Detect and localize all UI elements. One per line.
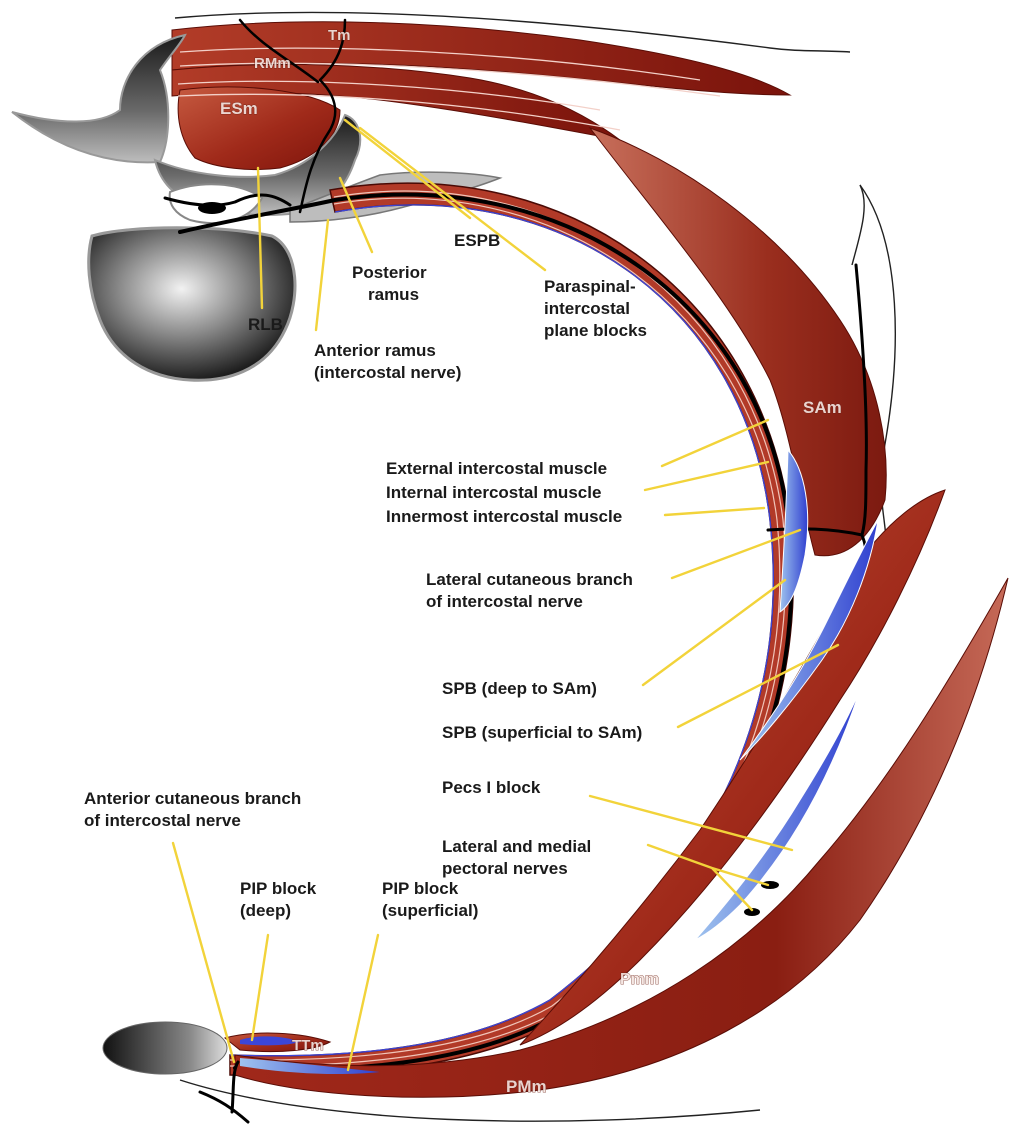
label-spb-deep: SPB (deep to SAm): [442, 679, 597, 698]
label-espb: ESPB: [454, 231, 500, 250]
label-anterior-cutaneous-line1: Anterior cutaneous branch: [84, 789, 301, 808]
label-pip-deep: PIP block (deep): [240, 879, 321, 920]
serratus-anterior-muscle: [590, 128, 886, 556]
label-anterior-ramus-line2: (intercostal nerve): [314, 363, 461, 382]
label-pectoralis-minor: Pmm: [620, 971, 659, 988]
label-pectoralis-major: PMm: [506, 1077, 547, 1096]
leader-innermost-intercostal: [665, 508, 764, 515]
label-transversus-thoracis: TTm: [292, 1037, 324, 1054]
label-anterior-ramus: Anterior ramus (intercostal nerve): [314, 341, 461, 382]
vertebra-wings: [12, 35, 185, 162]
vertebral-body: [89, 228, 295, 380]
label-anterior-cutaneous-line2: of intercostal nerve: [84, 811, 241, 830]
label-lateral-cutaneous-line1: Lateral cutaneous branch: [426, 570, 633, 589]
label-posterior-ramus: Posterior ramus: [352, 263, 431, 304]
label-pectoral-nerves-line2: pectoral nerves: [442, 859, 568, 878]
label-pip-deep-line2: (deep): [240, 901, 291, 920]
pectoral-nerve-lateral: [761, 881, 779, 889]
label-paraspinal-line2: intercostal: [544, 299, 630, 318]
label-pectoral-nerves-line1: Lateral and medial: [442, 837, 591, 856]
label-rlb: RLB: [248, 315, 283, 334]
label-serratus-anterior: SAm: [803, 398, 842, 417]
leader-pip-deep: [252, 935, 268, 1040]
label-anterior-ramus-line1: Anterior ramus: [314, 341, 436, 360]
label-external-intercostal: External intercostal muscle: [386, 459, 607, 478]
label-innermost-intercostal: Innermost intercostal muscle: [386, 507, 622, 526]
pectoralis-major-muscle: [235, 578, 1008, 1097]
label-paraspinal-line3: plane blocks: [544, 321, 647, 340]
dorsal-root-ganglion: [198, 202, 226, 214]
label-spb-superficial: SPB (superficial to SAm): [442, 723, 642, 742]
label-erector-spinae: ESm: [220, 99, 258, 118]
label-pecs1: Pecs I block: [442, 778, 541, 797]
label-rhomboid: RMm: [254, 55, 291, 72]
label-pectoral-nerves: Lateral and medial pectoral nerves: [442, 837, 596, 878]
leader-external-intercostal: [662, 420, 768, 466]
label-paraspinal-line1: Paraspinal-: [544, 277, 636, 296]
label-lateral-cutaneous: Lateral cutaneous branch of intercostal …: [426, 570, 638, 611]
label-internal-intercostal: Internal intercostal muscle: [386, 483, 601, 502]
intercostal-outer: [230, 183, 793, 1076]
label-pip-deep-line1: PIP block: [240, 879, 317, 898]
label-anterior-cutaneous: Anterior cutaneous branch of intercostal…: [84, 789, 306, 830]
leader-anterior-ramus: [316, 220, 328, 330]
innermost-blue-line: [230, 205, 773, 1056]
label-paraspinal: Paraspinal- intercostal plane blocks: [544, 277, 647, 340]
label-pip-superficial: PIP block (superficial): [382, 879, 478, 920]
sternum: [103, 1022, 227, 1074]
label-pip-superficial-line1: PIP block: [382, 879, 459, 898]
label-posterior-ramus-line2: ramus: [368, 285, 419, 304]
leader-pip-superficial: [348, 935, 378, 1070]
leader-spb-deep: [643, 580, 785, 685]
label-posterior-ramus-line1: Posterior: [352, 263, 427, 282]
label-pip-superficial-line2: (superficial): [382, 901, 478, 920]
label-lateral-cutaneous-line2: of intercostal nerve: [426, 592, 583, 611]
lateral-nerve-upper: [852, 185, 864, 265]
label-trapezius: Tm: [328, 27, 351, 44]
